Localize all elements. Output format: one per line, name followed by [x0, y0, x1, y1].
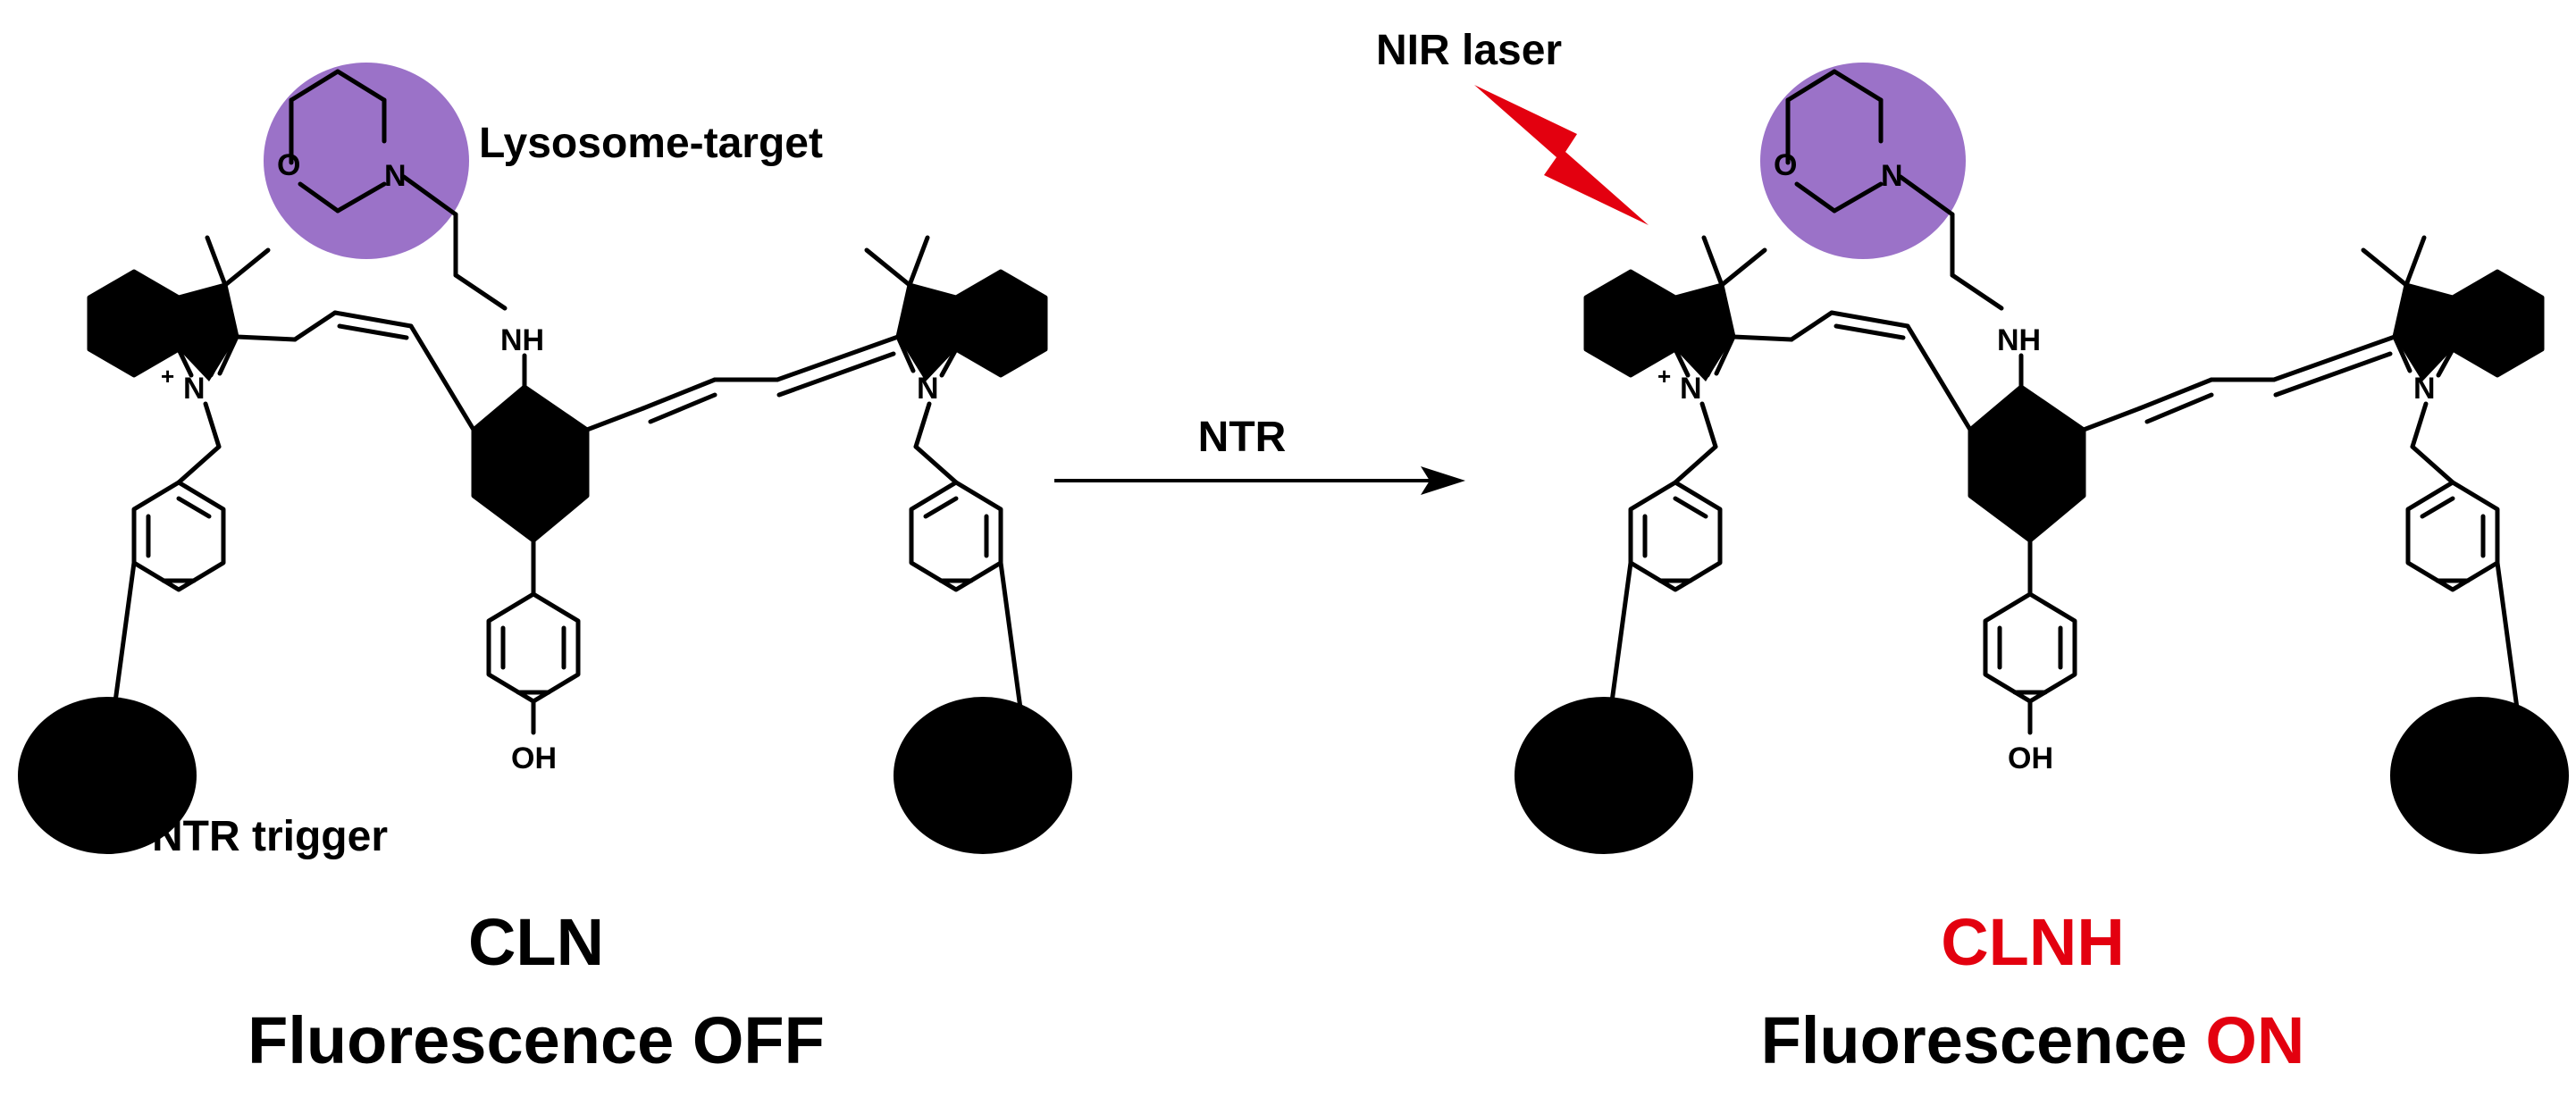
amine-left-label: H2N	[1544, 758, 1599, 797]
ntr-trigger-label: NTR trigger	[152, 813, 388, 860]
lightning-bolt-icon	[1474, 85, 1649, 225]
nitro-right-label: NO2	[949, 758, 1006, 797]
clnh-title: CLNH	[1941, 905, 2125, 979]
ntr-reagent-label: NTR	[1198, 414, 1287, 461]
clnh-molecule	[1515, 63, 2569, 854]
cln-title: CLN	[468, 905, 604, 979]
cln-fluorescence: Fluorescence OFF	[248, 1003, 825, 1077]
cln-molecule	[18, 63, 1072, 854]
clnh-fluorescence: Fluorescence ON	[1761, 1003, 2305, 1077]
reaction-arrow	[1054, 466, 1465, 495]
lysosome-target-label: Lysosome-target	[479, 120, 823, 167]
amine-right-label: NH2	[2448, 758, 2504, 797]
nitro-left-label: O2N	[54, 758, 111, 797]
nir-laser-label: NIR laser	[1376, 27, 1562, 74]
